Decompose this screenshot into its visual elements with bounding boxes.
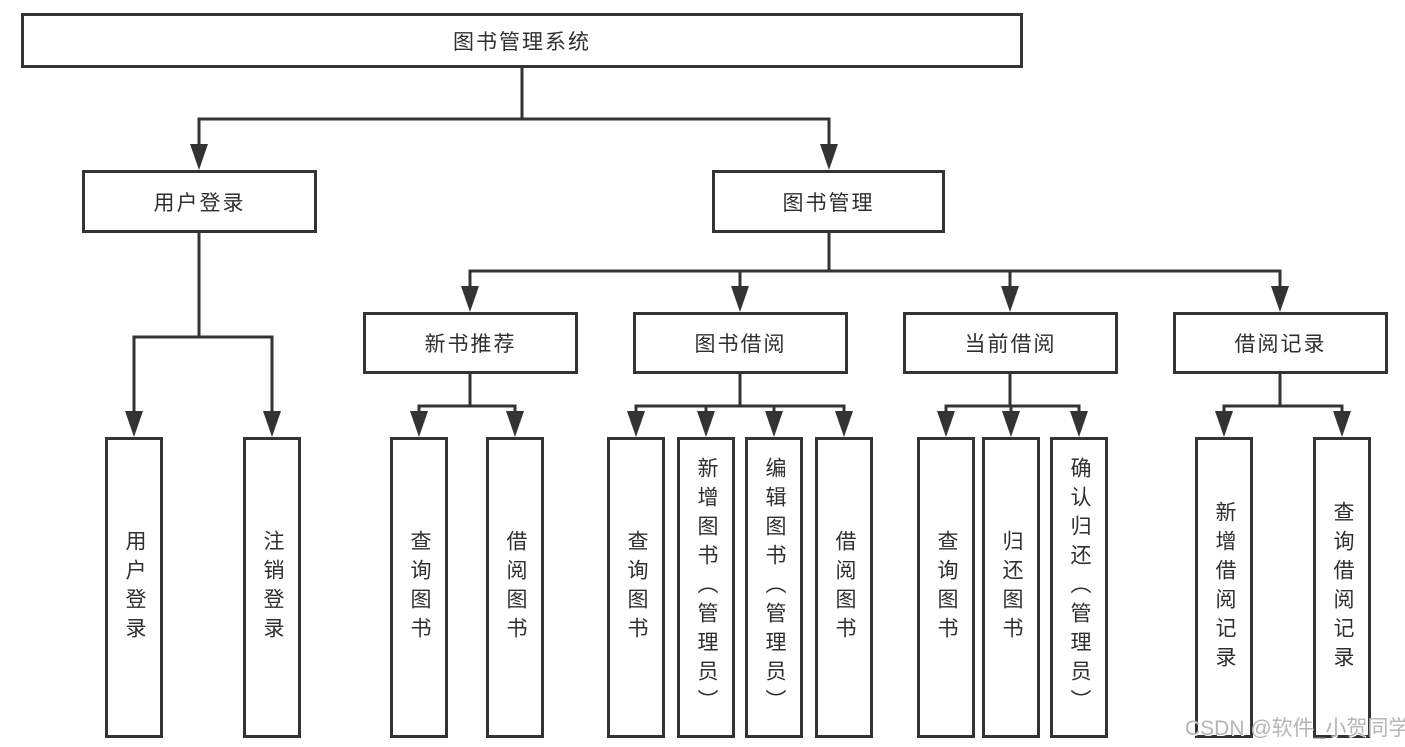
leaf-query-books-current-label: 查询图书 (935, 529, 958, 646)
leaf-query-books-recommend: 查询图书 (390, 437, 448, 738)
node-book-management-label: 图书管理 (782, 191, 875, 215)
leaf-confirm-return-admin-label: 确认归还（管理员） (1068, 457, 1091, 718)
node-root-system: 图书管理系统 (21, 13, 1023, 68)
leaf-query-books-borrowing-label: 查询图书 (625, 529, 648, 646)
leaf-borrow-books-borrowing-label: 借阅图书 (833, 529, 856, 646)
node-new-book-recommend-label: 新书推荐 (424, 333, 517, 356)
leaf-borrow-books-recommend-label: 借阅图书 (504, 529, 527, 646)
leaf-return-book-label: 归还图书 (1000, 529, 1023, 646)
leaf-add-book-admin: 新增图书（管理员） (677, 437, 735, 738)
leaf-edit-book-admin-label: 编辑图书（管理员） (763, 457, 786, 718)
leaf-edit-book-admin: 编辑图书（管理员） (745, 437, 803, 738)
node-user-login-label: 用户登录 (153, 191, 246, 215)
node-book-borrowing-label: 图书借阅 (694, 333, 787, 356)
leaf-query-books-recommend-label: 查询图书 (408, 529, 431, 646)
leaf-query-borrow-record-label: 查询借阅记录 (1331, 500, 1354, 675)
leaf-add-borrow-record-label: 新增借阅记录 (1213, 500, 1236, 675)
node-current-borrowing: 当前借阅 (903, 312, 1118, 374)
node-user-login: 用户登录 (82, 170, 317, 233)
leaf-logout-label: 注销登录 (261, 529, 284, 646)
node-book-management: 图书管理 (712, 170, 945, 233)
leaf-user-login: 用户登录 (105, 437, 163, 738)
leaf-logout: 注销登录 (243, 437, 301, 738)
leaf-query-books-current: 查询图书 (917, 437, 975, 738)
leaf-query-books-borrowing: 查询图书 (607, 437, 665, 738)
leaf-add-book-admin-label: 新增图书（管理员） (695, 457, 718, 718)
leaf-return-book: 归还图书 (982, 437, 1040, 738)
node-new-book-recommend: 新书推荐 (363, 312, 578, 374)
leaf-borrow-books-recommend: 借阅图书 (486, 437, 544, 738)
leaf-query-borrow-record: 查询借阅记录 (1313, 437, 1371, 738)
node-book-borrowing: 图书借阅 (633, 312, 848, 374)
node-root-label: 图书管理系统 (453, 30, 591, 54)
node-borrow-records-label: 借阅记录 (1234, 333, 1327, 356)
node-borrow-records: 借阅记录 (1173, 312, 1388, 374)
csdn-watermark: CSDN @软件_小贺同学 (1185, 717, 1405, 740)
leaf-user-login-label: 用户登录 (123, 529, 146, 646)
node-current-borrowing-label: 当前借阅 (964, 333, 1057, 356)
leaf-add-borrow-record: 新增借阅记录 (1195, 437, 1253, 738)
leaf-confirm-return-admin: 确认归还（管理员） (1050, 437, 1108, 738)
leaf-borrow-books-borrowing: 借阅图书 (815, 437, 873, 738)
